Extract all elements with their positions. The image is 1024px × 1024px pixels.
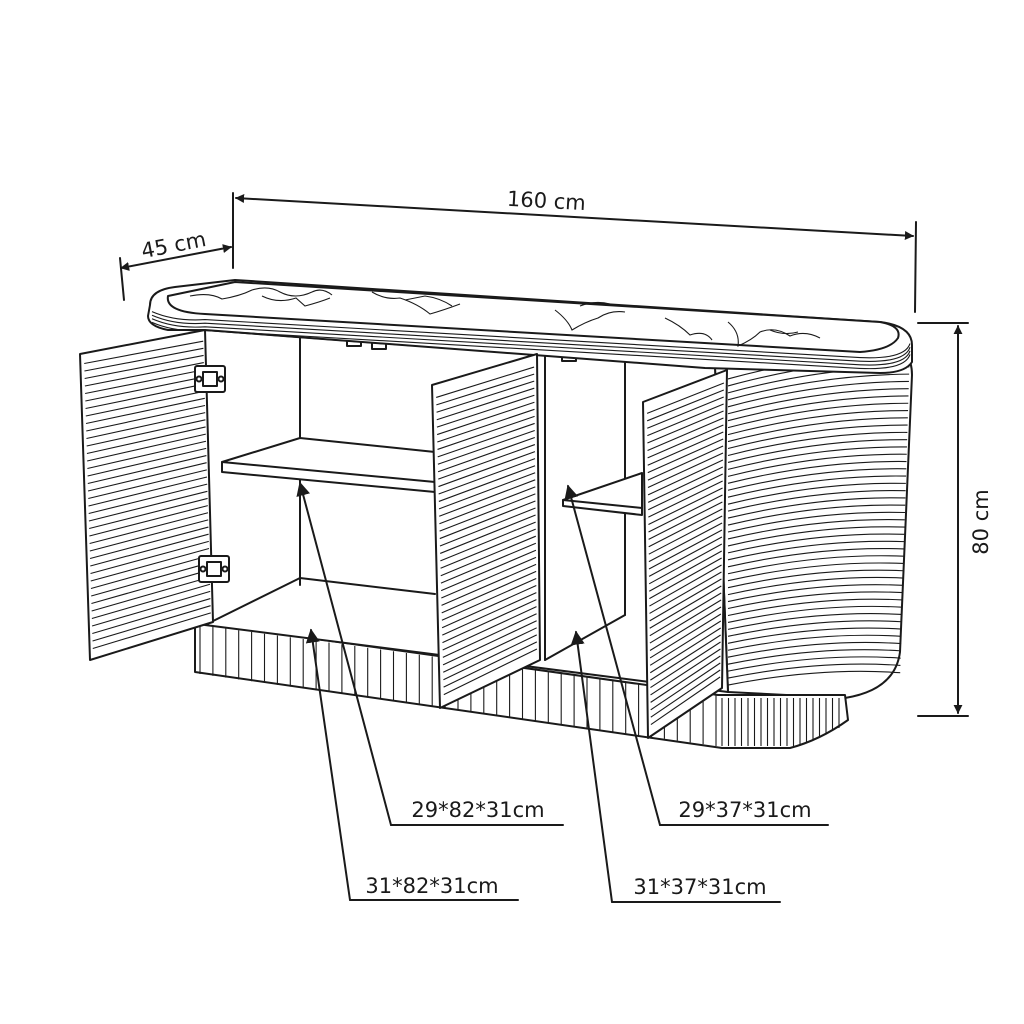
width-dimension-line <box>235 193 914 241</box>
marble-veins <box>189 287 821 347</box>
compartment-label-lower-left: 31*82*31cm <box>365 874 498 898</box>
callout-leader-lower-left <box>305 628 351 901</box>
depth-extension-left <box>119 257 125 301</box>
callout-leader-upper-left <box>296 481 392 826</box>
cabinet-right-end-ribs <box>727 351 910 686</box>
cabinet-top-edge-ribs <box>151 311 911 370</box>
width-label: 160 cm <box>506 187 586 215</box>
compartment-label-upper-left: 29*82*31cm <box>411 798 544 822</box>
interior-floor-edge-right <box>544 614 626 661</box>
interior-floor-diagonal <box>204 577 301 626</box>
door-right-open <box>642 369 728 739</box>
interior-floor-edge-left <box>299 577 436 595</box>
compartment-label-upper-right: 29*37*31cm <box>678 798 811 822</box>
sideboard-illustration <box>79 279 913 749</box>
shelf-right <box>562 472 643 516</box>
compartment-callouts: 29*82*31cm 31*82*31cm 29*37*31cm 31*37*3… <box>296 481 829 903</box>
height-label: 80 cm <box>969 489 993 554</box>
hinge-lower-icon <box>198 555 230 583</box>
marble-top <box>166 281 900 353</box>
callout-leader-upper-right <box>564 484 661 826</box>
depth-dimension-line <box>120 244 232 271</box>
compartment-label-lower-right: 31*37*31cm <box>633 875 766 899</box>
width-extension-right <box>914 221 917 313</box>
callout-leader-lower-right <box>570 630 613 903</box>
hinge-upper-icon <box>194 365 226 393</box>
door-left-open <box>79 329 214 661</box>
